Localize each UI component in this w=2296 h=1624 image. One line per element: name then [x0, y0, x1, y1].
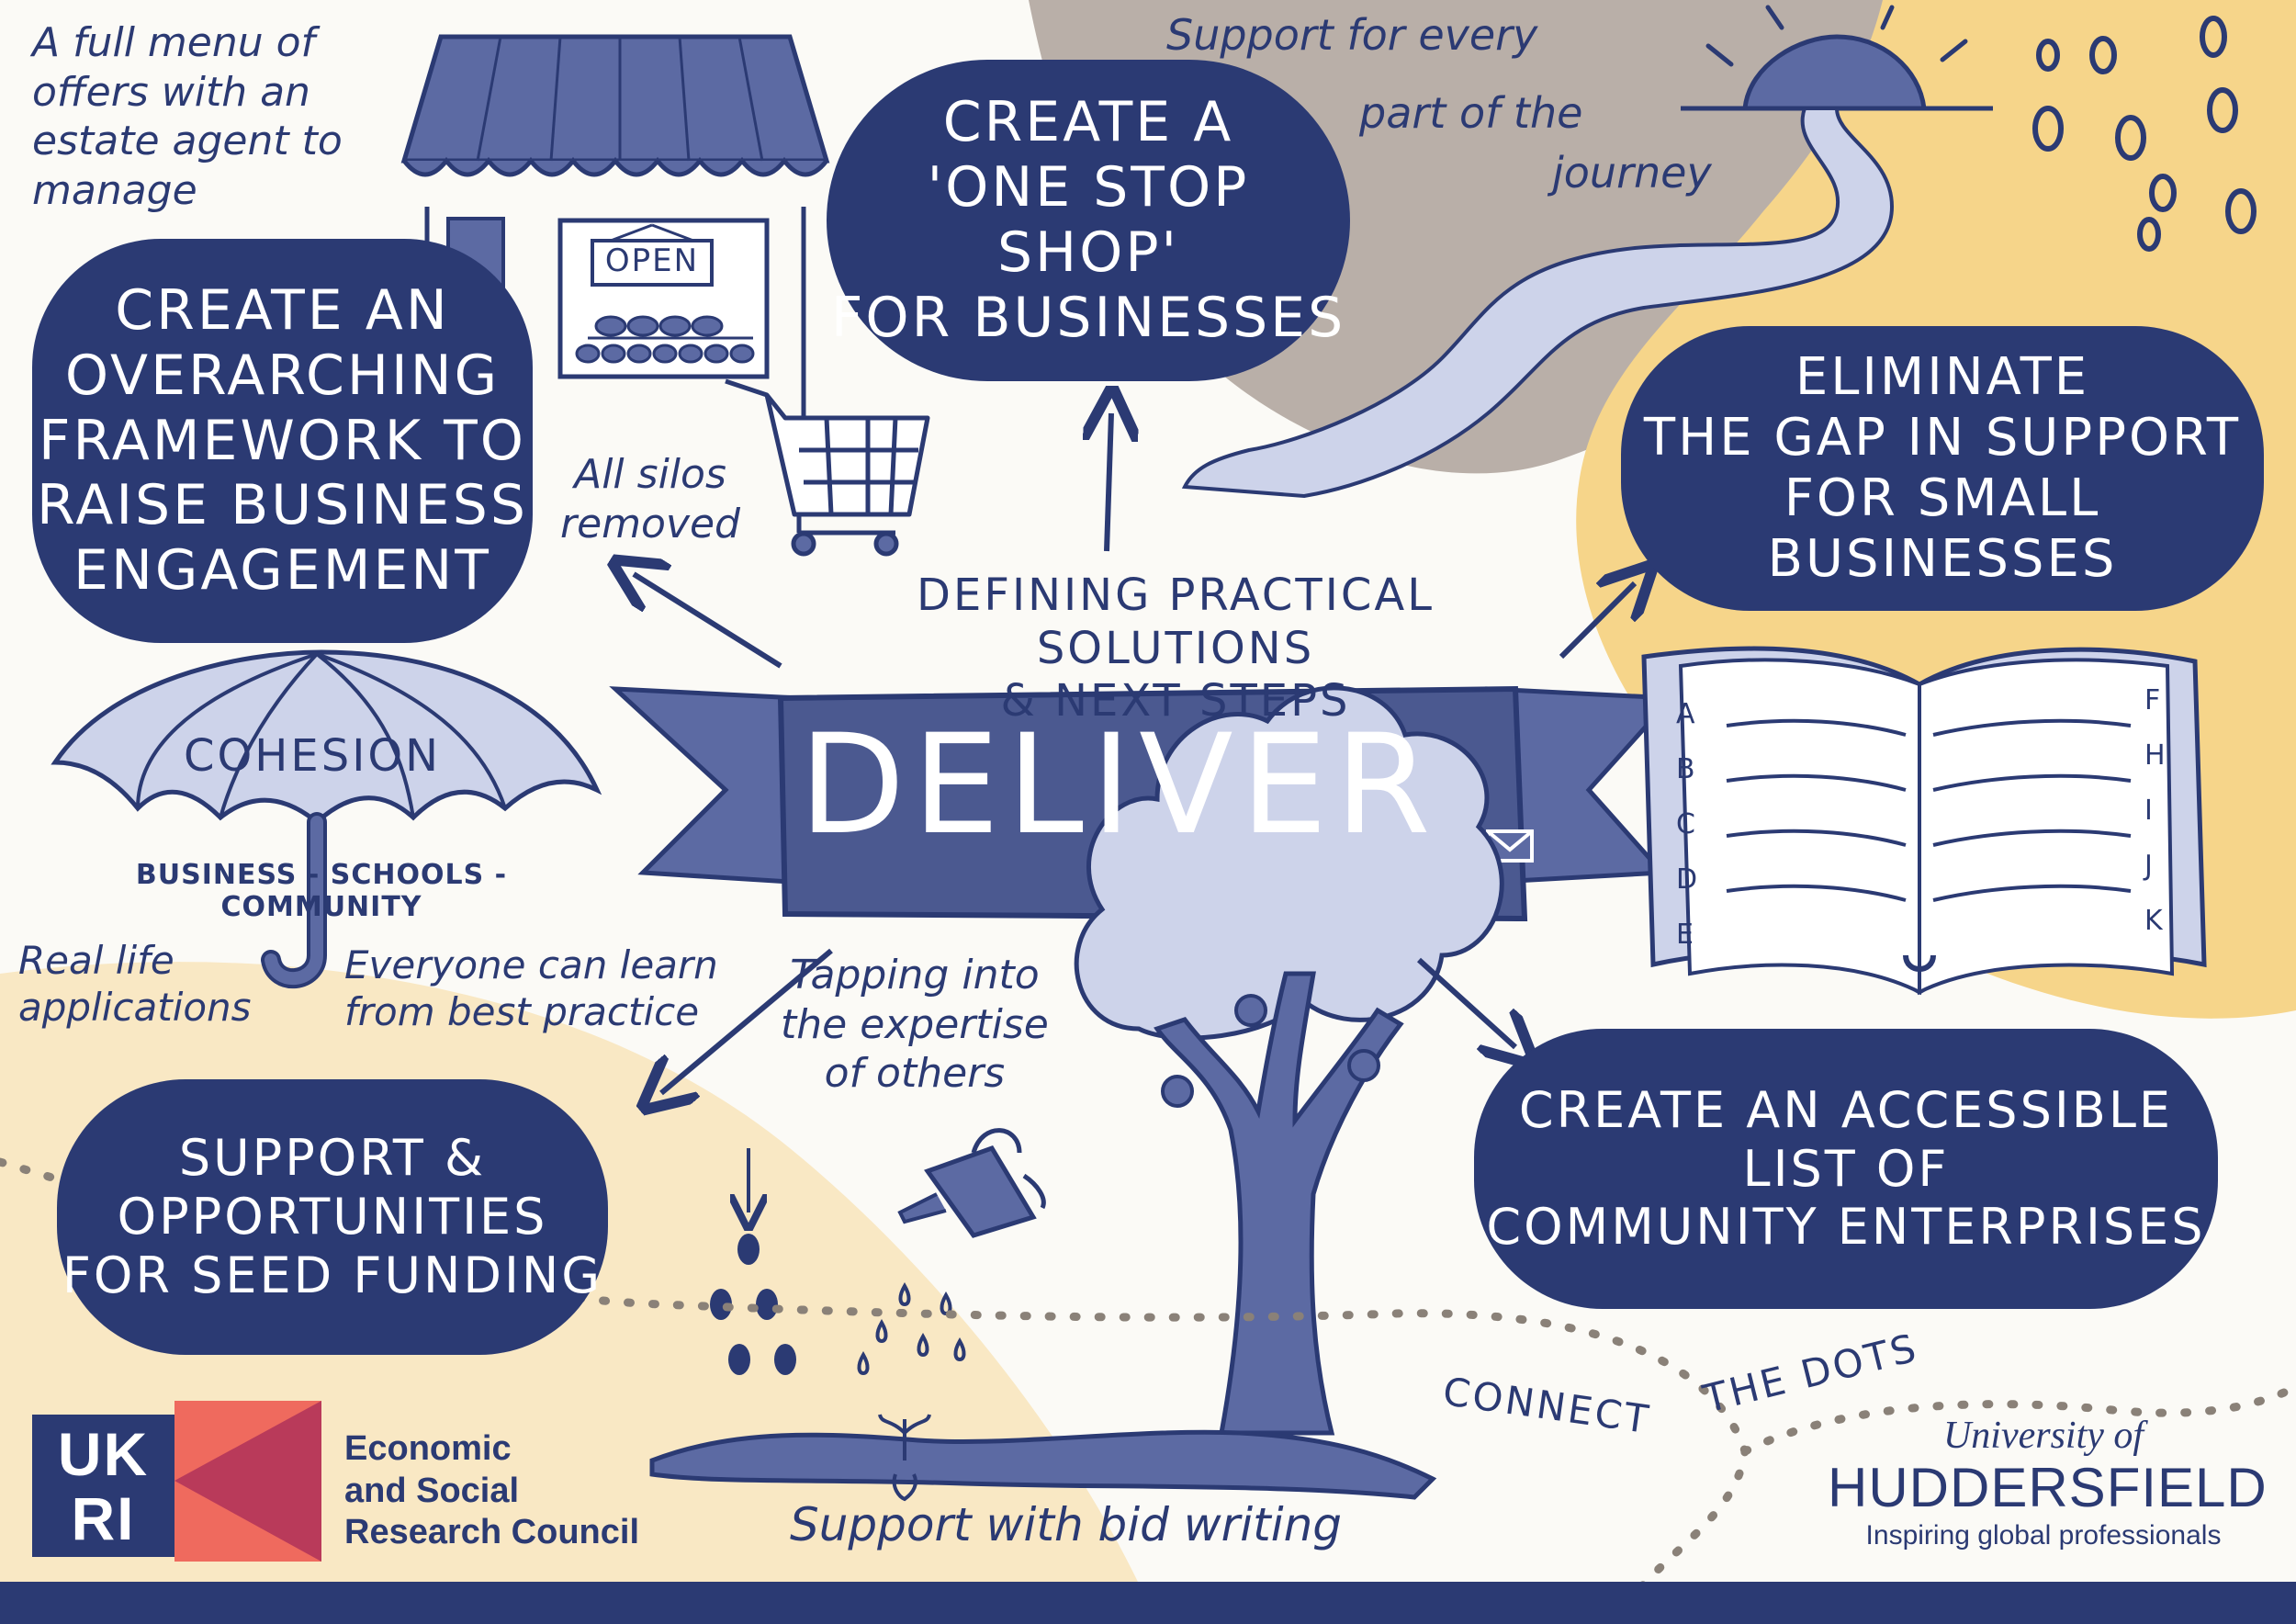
bubble-overarching-framework: CREATE AN OVERARCHING FRAMEWORK TO RAISE…	[32, 239, 533, 643]
bubble-text-line: LIST OF	[1742, 1139, 1950, 1198]
note-line: Real life	[18, 938, 174, 983]
note-full-menu: A full menu of offers with an estate age…	[32, 18, 343, 216]
note-line: from best practice	[344, 989, 700, 1035]
arrow-to-framework	[634, 574, 782, 669]
arrow-to-one-stop-shop	[1107, 413, 1111, 552]
index-letter: J	[2144, 850, 2153, 882]
index-letter: K	[2144, 905, 2163, 937]
ukri-logo	[32, 1401, 321, 1562]
note-journey: journey	[1552, 148, 1712, 197]
note-line: All silos	[574, 451, 726, 498]
index-letter: B	[1676, 753, 1695, 785]
bubble-text-line: ENGAGEMENT	[73, 538, 491, 603]
bubble-text-line: COMMUNITY ENTERPRISES	[1486, 1198, 2206, 1257]
apple-tree-drawing	[1074, 685, 1504, 1436]
arrow-to-list	[1416, 957, 1515, 1047]
note-line: of others	[824, 1050, 1006, 1098]
note-line: manage	[32, 167, 197, 215]
note-best-practice: Everyone can learn from best practice	[344, 942, 718, 1035]
index-letter: H	[2144, 739, 2166, 772]
central-heading-line-2: & NEXT STEPS	[1000, 675, 1351, 727]
note-line: A full menu of	[32, 19, 315, 66]
bubble-text-line: RAISE BUSINESS	[37, 473, 528, 538]
index-letter: D	[1676, 863, 1698, 896]
ukri-letters-bottom: RI	[71, 1484, 136, 1552]
water-drops	[857, 1282, 966, 1376]
deliver-title: DELIVER	[799, 705, 1438, 865]
university-tagline: Inspiring global professionals	[1865, 1520, 2222, 1551]
bubble-text-line: SUPPORT &	[178, 1129, 487, 1188]
esrc-line: Economic	[344, 1429, 512, 1468]
arrow-to-gap	[1559, 583, 1635, 660]
bubble-text-line: CREATE AN	[115, 278, 450, 343]
university-logo: University of HUDDERSFIELD Inspiring glo…	[1828, 1413, 2268, 1555]
bubble-one-stop-shop: CREATE A 'ONE STOP SHOP' FOR BUSINESSES	[827, 60, 1350, 381]
index-letter: E	[1676, 919, 1694, 951]
bottom-strip	[0, 1582, 2296, 1624]
umbrella-drawing	[51, 649, 602, 989]
book-left-index: A B C D E	[1676, 698, 1713, 974]
bubble-text-line: FOR BUSINESSES	[830, 285, 1346, 350]
bubble-eliminate-gap: ELIMINATE THE GAP IN SUPPORT FOR SMALL B…	[1621, 326, 2264, 611]
seeds-drawing	[710, 1234, 796, 1375]
note-line: applications	[18, 985, 252, 1031]
ukri-logo-letters: UK RI	[37, 1422, 170, 1551]
esrc-line: Research Council	[344, 1513, 639, 1552]
arrow-to-seed	[661, 948, 833, 1093]
bubble-text-line: FRAMEWORK TO	[38, 408, 526, 473]
central-heading-line-1: DEFINING PRACTICAL SOLUTIONS	[917, 570, 1435, 674]
note-real-life: Real life applications	[18, 937, 252, 1031]
note-line: the expertise	[781, 1000, 1049, 1048]
sprout-icon	[878, 1414, 931, 1502]
note-tapping-expertise: Tapping into the expertise of others	[781, 951, 1049, 1099]
ukri-letters-top: UK	[57, 1420, 150, 1488]
index-letter: C	[1676, 808, 1695, 840]
note-support-every: Support for every	[1166, 10, 1538, 60]
winding-road	[1181, 107, 1895, 499]
central-heading: DEFINING PRACTICAL SOLUTIONS & NEXT STEP…	[808, 570, 1543, 728]
bubble-community-enterprises: CREATE AN ACCESSIBLE LIST OF COMMUNITY E…	[1474, 1029, 2218, 1309]
bubble-text-line: FOR SEED FUNDING	[62, 1246, 603, 1304]
bubble-text-line: CREATE A	[942, 90, 1234, 155]
note-line: Everyone can learn	[344, 942, 718, 987]
bubble-text-line: OPPORTUNITIES	[117, 1188, 548, 1246]
shopping-trolley-drawing	[725, 378, 930, 557]
watering-can-drawing	[897, 1128, 1046, 1238]
note-silos-removed: All silos removed	[560, 450, 740, 548]
umbrella-stakeholders-label: BUSINESS - SCHOOLS - COMMUNITY	[135, 859, 508, 923]
index-letter: A	[1676, 698, 1695, 730]
bubble-text-line: CREATE AN ACCESSIBLE	[1518, 1080, 2174, 1139]
bubble-text-line: FOR SMALL BUSINESSES	[1767, 468, 2118, 590]
bubble-text-line: ELIMINATE	[1795, 346, 2090, 407]
index-letter: F	[2144, 684, 2161, 716]
note-line: estate agent to	[32, 118, 343, 165]
note-line: Tapping into	[790, 952, 1040, 998]
book-drawing	[1641, 646, 2207, 996]
umbrella-cohesion-label: COHESION	[184, 730, 442, 782]
sunrise-drawing	[1681, 5, 1993, 111]
bubble-text-line: 'ONE STOP SHOP'	[927, 155, 1250, 285]
bubble-text-line: OVERARCHING	[64, 343, 501, 408]
shop-open-sign: OPEN	[604, 242, 700, 279]
index-letter: I	[2144, 795, 2153, 827]
bubble-text-line: THE GAP IN SUPPORT	[1643, 407, 2242, 468]
bubble-seed-funding: SUPPORT & OPPORTUNITIES FOR SEED FUNDING	[57, 1079, 608, 1355]
esrc-line: and Social	[344, 1471, 520, 1510]
note-line: offers with an	[32, 68, 310, 116]
esrc-name: Economic and Social Research Council	[344, 1428, 639, 1554]
book-right-index: F H I J K	[2144, 684, 2181, 960]
university-of-label: University of	[1942, 1415, 2144, 1457]
note-part-of-the: part of the	[1359, 88, 1583, 138]
university-name: HUDDERSFIELD	[1828, 1457, 2268, 1519]
note-line: removed	[560, 500, 740, 547]
yellow-dots-decoration	[2032, 16, 2257, 252]
note-bid-writing: Support with bid writing	[790, 1498, 1343, 1551]
